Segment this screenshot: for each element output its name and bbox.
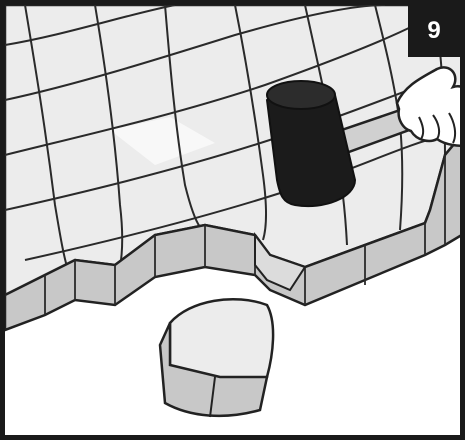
paver-scene bbox=[5, 5, 460, 418]
paver-gap bbox=[254, 232, 307, 292]
step-number-badge: 9 bbox=[408, 5, 460, 57]
loose-paver-block bbox=[158, 298, 275, 418]
paver-grid bbox=[5, 5, 460, 297]
gloved-hand-icon bbox=[395, 66, 460, 147]
rubber-mallet-icon bbox=[265, 80, 357, 208]
